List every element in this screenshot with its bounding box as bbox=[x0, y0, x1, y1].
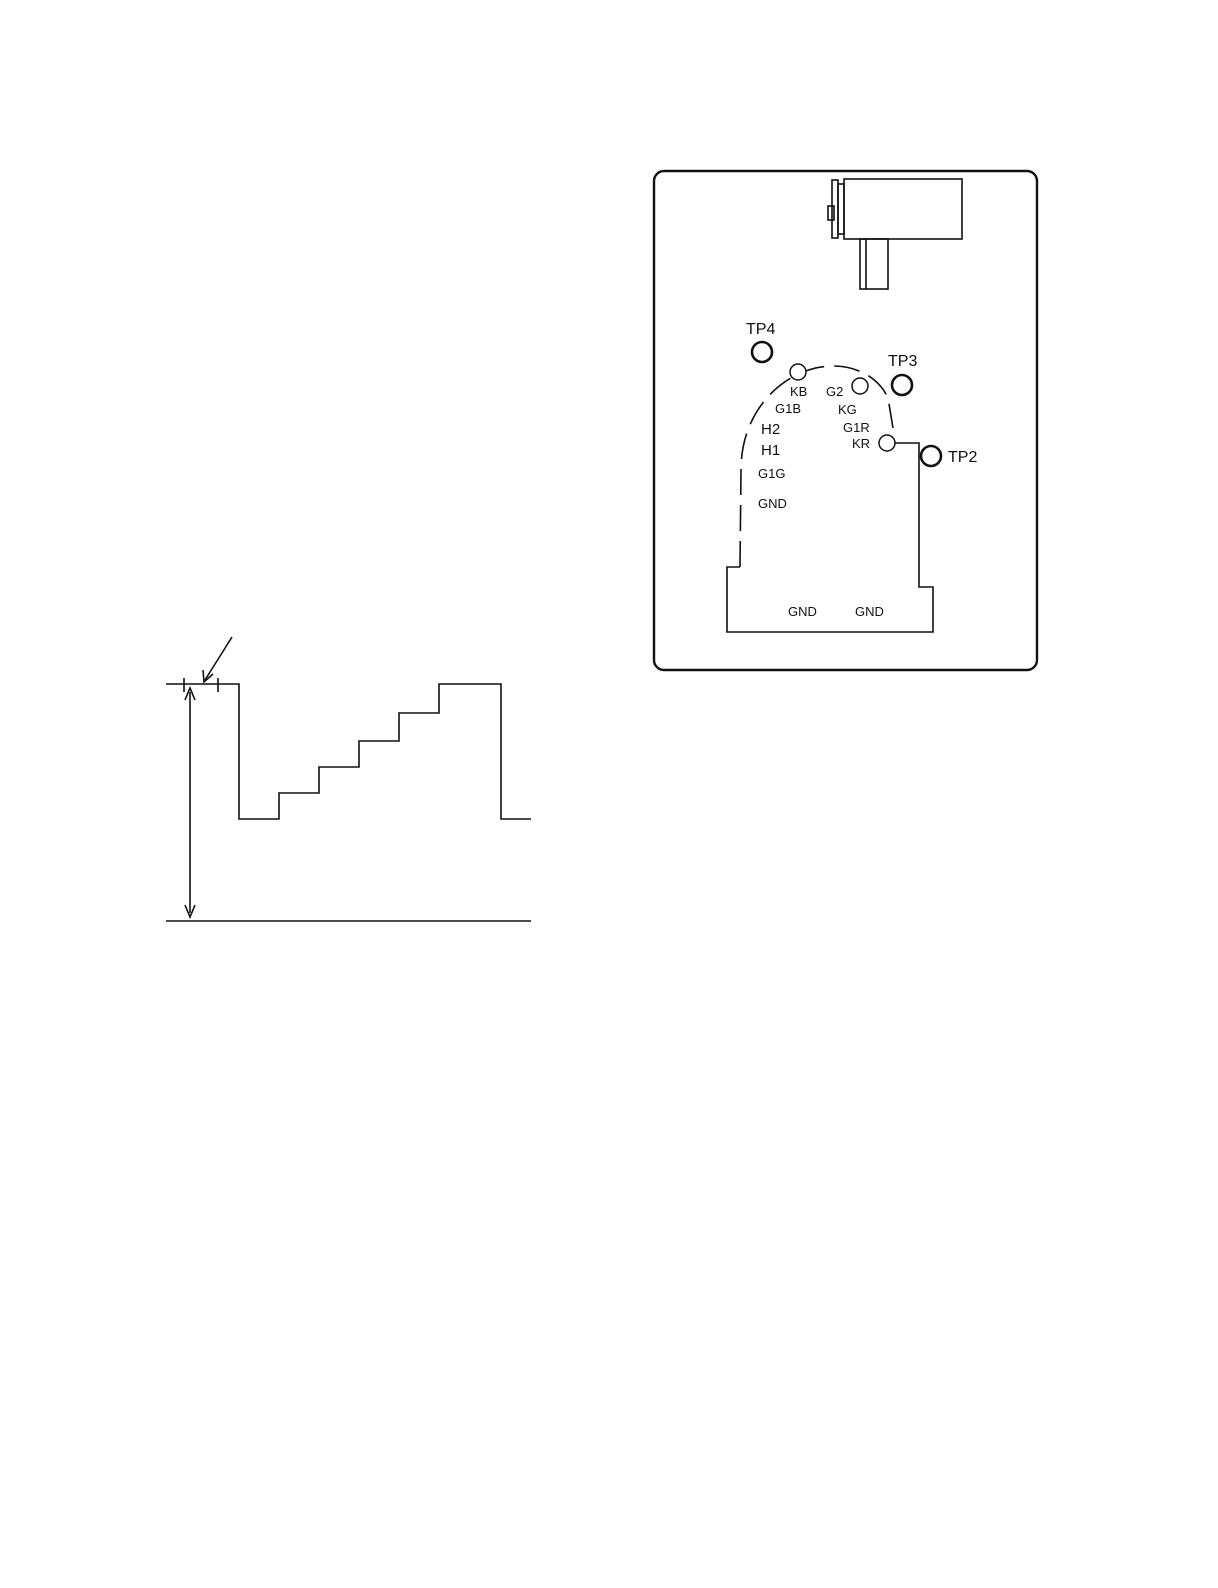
staircase-waveform-diagram bbox=[166, 637, 531, 921]
connector-notch bbox=[828, 206, 834, 220]
pin-label-g1b: G1B bbox=[775, 401, 801, 416]
pin-label-h2: H2 bbox=[761, 421, 780, 438]
pin-label-g1r: G1R bbox=[843, 420, 870, 435]
tp3-point bbox=[892, 375, 912, 395]
tp3-label: TP3 bbox=[888, 353, 917, 370]
tp2-label: TP2 bbox=[948, 449, 977, 466]
pin-label-g1g: G1G bbox=[758, 466, 785, 481]
board-connector bbox=[828, 179, 962, 289]
pulse-width-pointer-line bbox=[205, 637, 232, 680]
pin-label-g2: G2 bbox=[826, 384, 843, 399]
pad-kg bbox=[852, 378, 868, 394]
pin-label-gnd: GND bbox=[758, 496, 787, 511]
tp4-point bbox=[752, 342, 772, 362]
tp2-point bbox=[921, 446, 941, 466]
connector-tab-inner bbox=[838, 184, 844, 234]
crt-socket-board-diagram: TP4 TP3 TP2 KB G1B H2 H1 G1G GND G2 KG G… bbox=[654, 171, 1037, 670]
pin-label-kr: KR bbox=[852, 436, 870, 451]
pin-label-kb: KB bbox=[790, 384, 807, 399]
connector-body bbox=[844, 179, 962, 239]
pin-label-h1: H1 bbox=[761, 442, 780, 459]
tp4-label: TP4 bbox=[746, 321, 775, 338]
pad-kr bbox=[879, 435, 895, 451]
ground-label-right: GND bbox=[855, 604, 884, 619]
connector-tab-outer bbox=[832, 180, 838, 238]
ground-label-left: GND bbox=[788, 604, 817, 619]
staircase-waveform bbox=[166, 684, 531, 819]
connector-lead bbox=[860, 239, 888, 289]
pad-kb bbox=[790, 364, 806, 380]
pin-label-kg: KG bbox=[838, 402, 857, 417]
